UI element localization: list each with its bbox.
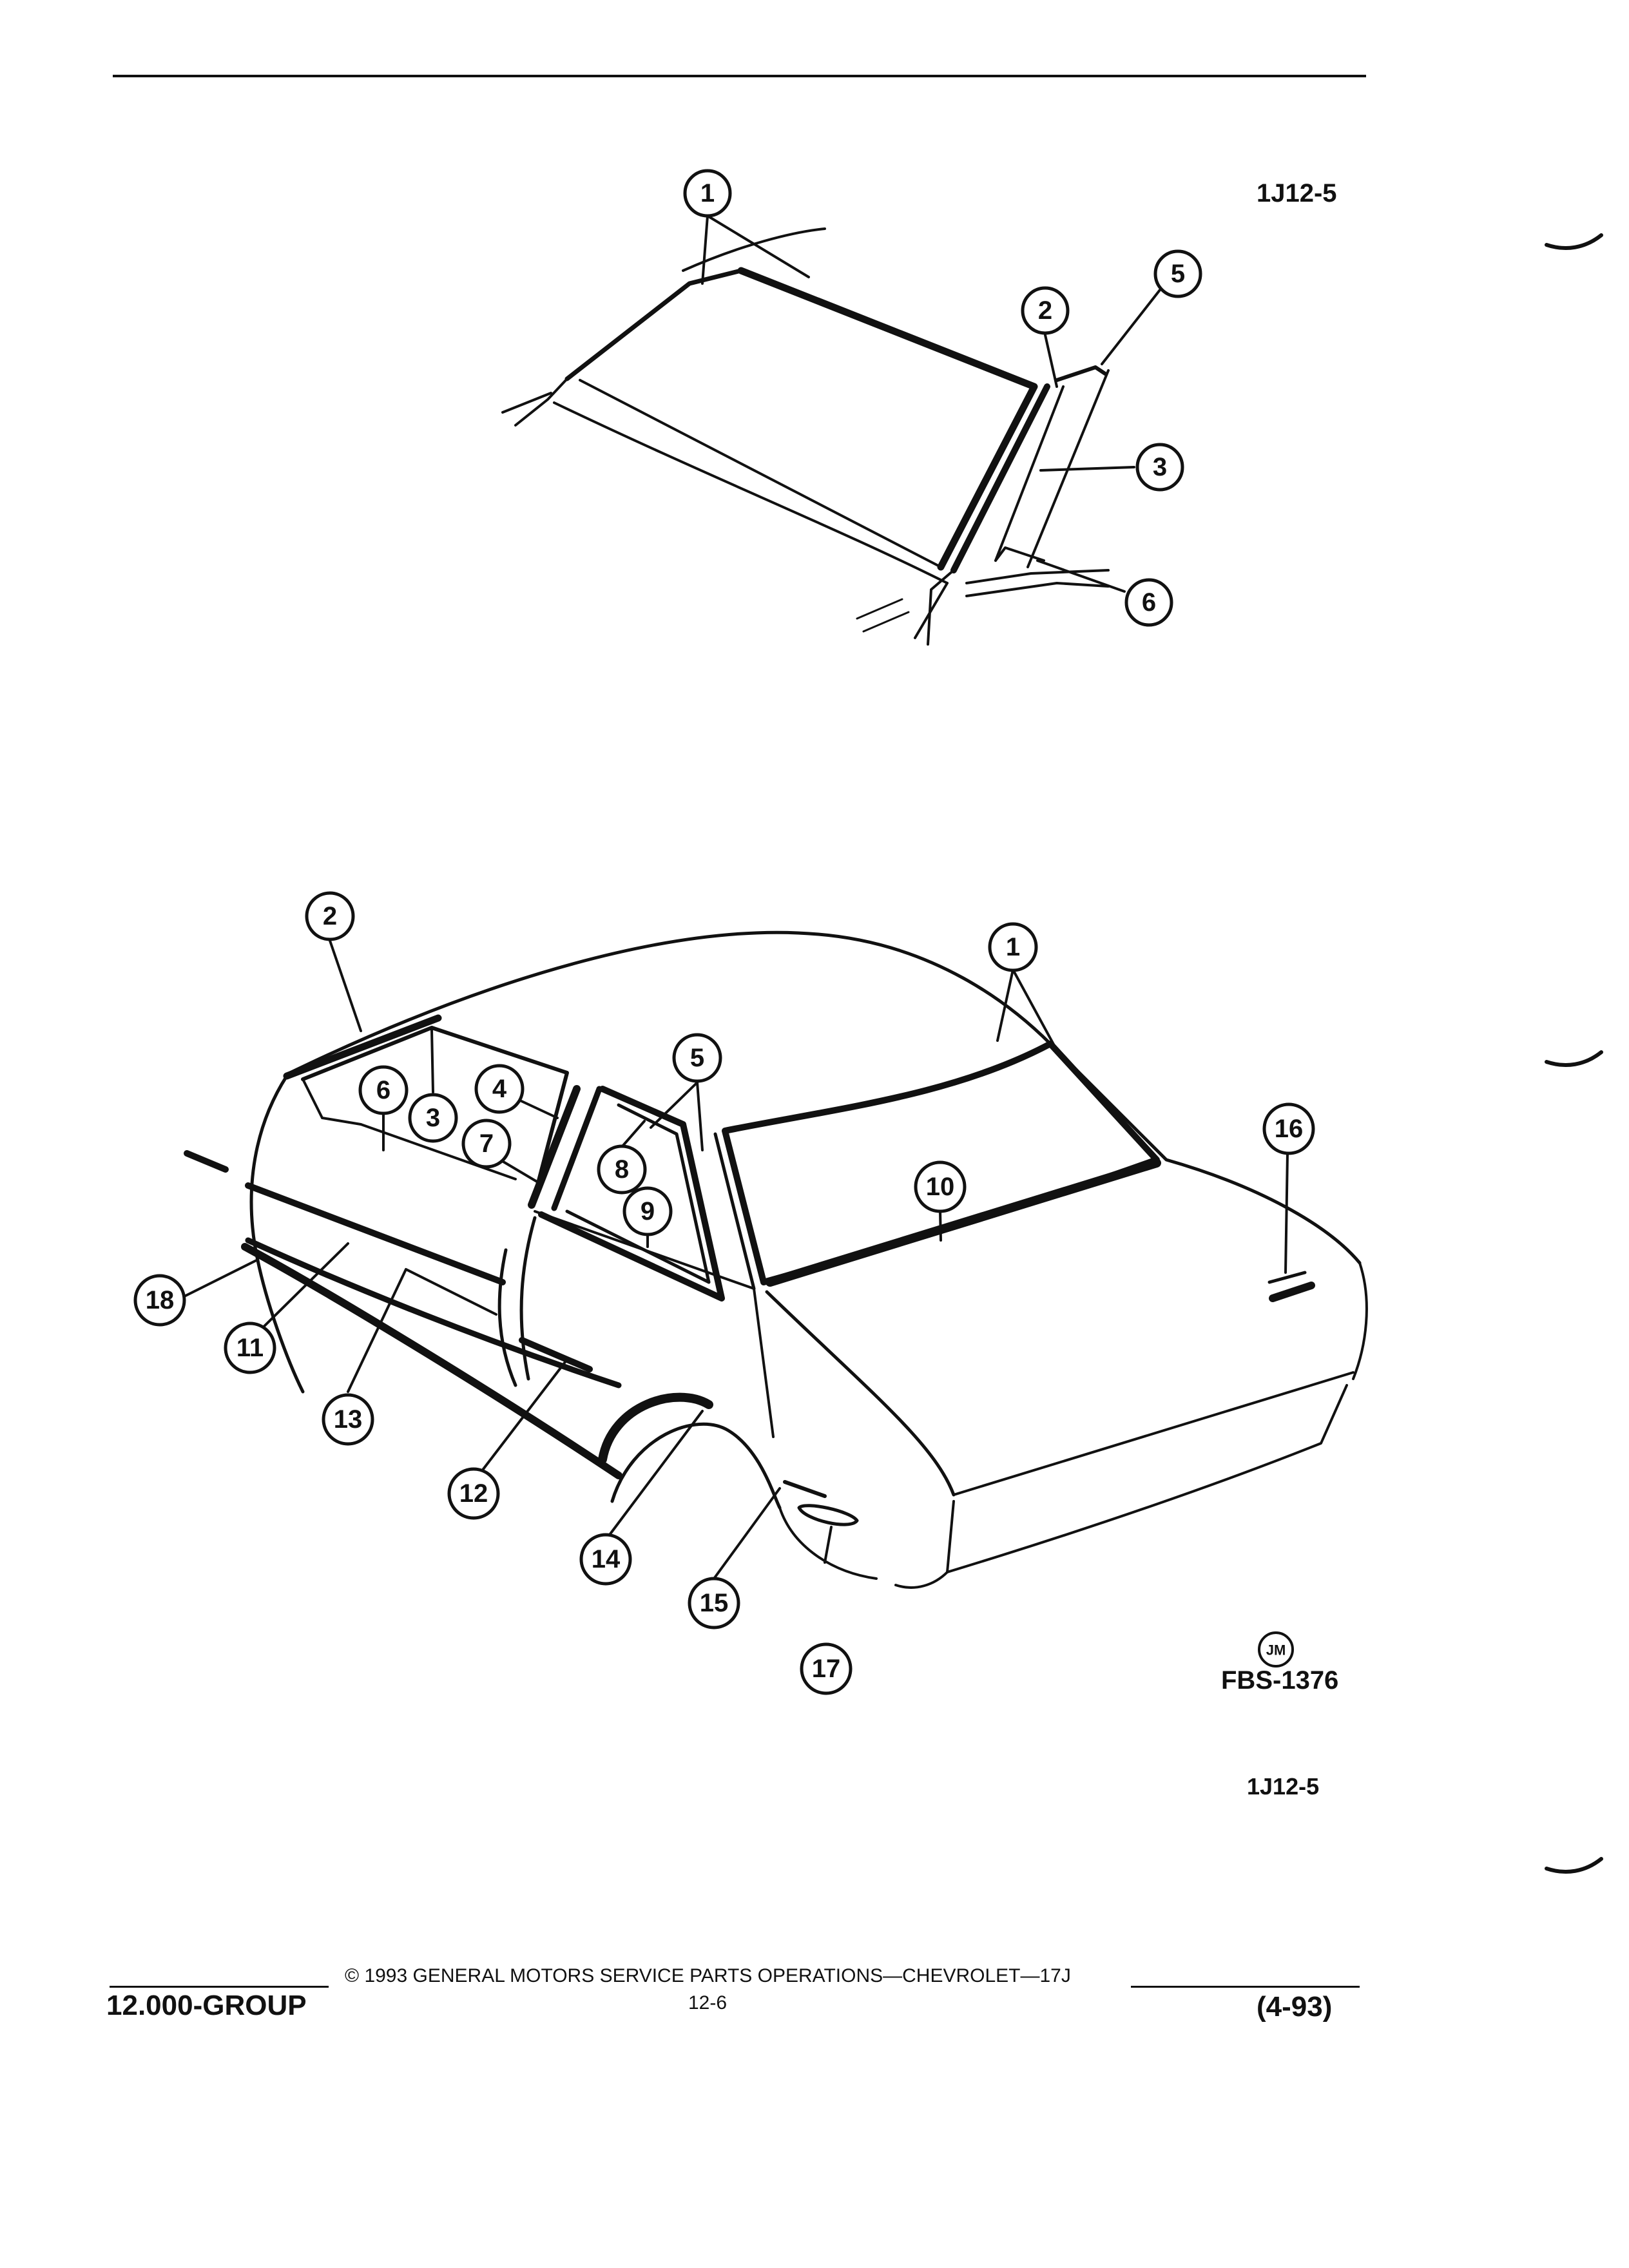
- callout-body-13: 13: [322, 1393, 374, 1446]
- callout-group: 1 2 5 3 6 2 3 4 6 7 5 8 9 1 10 16 18 11 …: [133, 169, 1315, 1695]
- callout-label: 2: [1038, 296, 1052, 325]
- callout-body-10: 10: [914, 1160, 967, 1213]
- callout-label: 12: [459, 1479, 488, 1508]
- callout-ws-3: 3: [1135, 443, 1184, 492]
- callout-body-9: 9: [622, 1186, 673, 1236]
- callout-label: 8: [615, 1155, 629, 1184]
- body-view-drawing: [179, 930, 1368, 1589]
- windshield-view-drawing: [501, 215, 1161, 646]
- callout-label: 16: [1275, 1115, 1304, 1143]
- callout-label: 1: [700, 179, 715, 207]
- monogram-text: JM: [1266, 1642, 1286, 1658]
- footer-copyright: © 1993 GENERAL MOTORS SERVICE PARTS OPER…: [345, 1965, 1071, 1986]
- footer-group: 12.000-GROUP: [106, 1990, 307, 2021]
- header-rule: [113, 75, 1366, 77]
- callout-label: 11: [236, 1334, 264, 1362]
- footer-rule-right: [1131, 1986, 1360, 1988]
- callout-label: 4: [492, 1075, 507, 1103]
- callout-label: 1: [1006, 933, 1020, 961]
- callout-label: 14: [592, 1545, 621, 1573]
- callout-label: 5: [1171, 260, 1185, 288]
- callout-body-2: 2: [305, 891, 355, 941]
- callout-body-16: 16: [1262, 1102, 1315, 1155]
- callout-label: 7: [479, 1129, 494, 1158]
- footer-revision: (4-93): [1257, 1991, 1333, 2023]
- callout-label: 9: [641, 1197, 655, 1225]
- callout-body-1: 1: [988, 922, 1038, 972]
- callout-body-14: 14: [579, 1533, 632, 1586]
- callout-body-4: 4: [474, 1064, 525, 1114]
- callout-ws-2: 2: [1021, 286, 1070, 335]
- callout-body-17: 17: [800, 1642, 853, 1695]
- callout-ws-5: 5: [1153, 249, 1202, 298]
- callout-ws-1: 1: [683, 169, 732, 218]
- callout-ws-6: 6: [1124, 578, 1173, 627]
- callout-body-3: 3: [408, 1093, 458, 1143]
- illustration-code: FBS-1376: [1221, 1666, 1339, 1695]
- callout-label: 10: [926, 1173, 955, 1201]
- margin-marks: [1545, 233, 1603, 1874]
- callout-label: 3: [426, 1104, 440, 1132]
- callout-label: 13: [334, 1405, 363, 1434]
- callout-label: 2: [323, 902, 337, 930]
- callout-label: 6: [1142, 588, 1156, 617]
- callout-label: 6: [376, 1076, 390, 1104]
- callout-body-6: 6: [358, 1065, 409, 1115]
- jm-monogram: JM: [1258, 1631, 1294, 1667]
- callout-label: 15: [700, 1589, 729, 1617]
- callout-body-8: 8: [597, 1144, 647, 1195]
- footer-rule-left: [110, 1986, 329, 1988]
- callout-body-7: 7: [461, 1119, 512, 1169]
- callout-label: 3: [1153, 453, 1167, 481]
- callout-body-11: 11: [224, 1321, 276, 1374]
- figure-code-top: 1J12-5: [1257, 179, 1337, 207]
- callout-body-18: 18: [133, 1274, 186, 1327]
- callout-body-5: 5: [672, 1033, 722, 1083]
- callout-body-12: 12: [447, 1467, 500, 1520]
- callout-label: 18: [146, 1286, 175, 1314]
- footer-page-number: 12-6: [688, 1992, 728, 2013]
- figure-code-bottom: 1J12-5: [1247, 1773, 1320, 1800]
- callout-label: 5: [690, 1044, 704, 1072]
- callout-label: 17: [812, 1655, 841, 1683]
- callout-body-15: 15: [688, 1577, 740, 1629]
